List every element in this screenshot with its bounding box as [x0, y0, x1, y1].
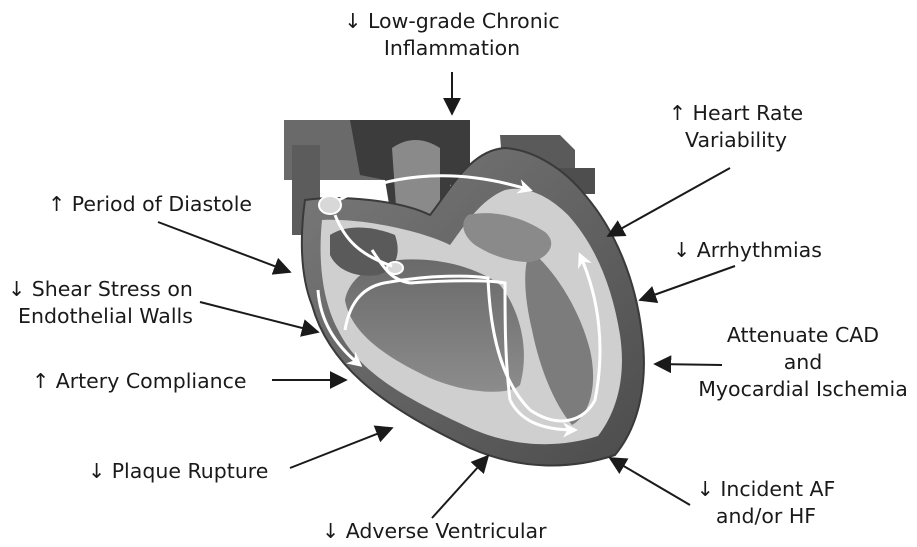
- arrow-plaque: [290, 428, 392, 468]
- arrow-arrhythmias: [640, 266, 735, 300]
- label-shear-stress: ↓ Shear Stress on Endothelial Walls: [8, 276, 208, 330]
- label-incident-af-hf: ↓ Incident AF and/or HF: [686, 476, 846, 530]
- heart-body: [302, 148, 644, 465]
- arrow-ventricular: [432, 456, 488, 518]
- label-plaque-rupture: ↓ Plaque Rupture: [88, 458, 288, 485]
- label-heart-rate-variability: ↑ Heart Rate Variability: [650, 100, 822, 154]
- label-attenuate-cad: Attenuate CAD and Myocardial Ischemia: [697, 322, 909, 403]
- arrow-diastole: [158, 222, 290, 272]
- label-period-of-diastole: ↑ Period of Diastole: [48, 191, 288, 218]
- arrow-af-hf: [610, 458, 690, 505]
- label-artery-compliance: ↑ Artery Compliance: [32, 368, 272, 395]
- label-adverse-ventricular: ↓ Adverse Ventricular: [322, 518, 582, 545]
- arrow-shear: [200, 302, 318, 332]
- label-arrhythmias: ↓ Arrhythmias: [673, 237, 843, 264]
- arrow-hrv: [608, 168, 730, 236]
- label-inflammation: ↓ Low-grade Chronic Inflammation: [330, 8, 574, 62]
